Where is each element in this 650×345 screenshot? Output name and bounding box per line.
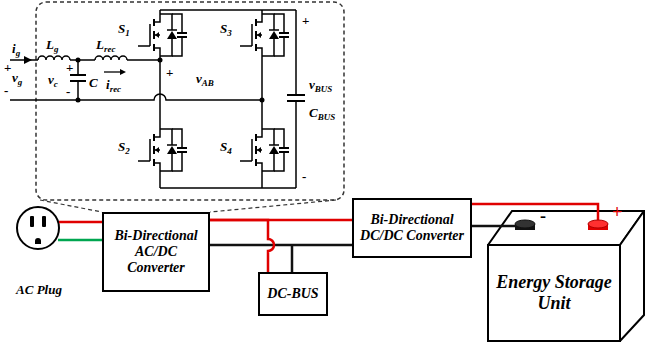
signal-label: + bbox=[302, 14, 309, 27]
battery-side-face bbox=[620, 211, 644, 341]
converter-box: Bi-Directional AC/DC Converter bbox=[102, 212, 210, 292]
signal-label: irec bbox=[106, 78, 121, 91]
capacitor-symbol bbox=[70, 75, 86, 81]
signal-label: S2 bbox=[118, 140, 130, 153]
zoom-line bbox=[40, 200, 336, 212]
signal-label: S1 bbox=[118, 22, 130, 35]
junction-dot bbox=[260, 98, 265, 103]
signal-label: Lrec bbox=[96, 38, 115, 51]
power-wire bbox=[472, 204, 598, 210]
current-arrow bbox=[104, 71, 121, 72]
ac-plug-icon bbox=[17, 207, 59, 249]
signal-label: - bbox=[4, 84, 8, 97]
signal-label: vAB bbox=[196, 72, 214, 85]
converter-box: Bi-Directional DC/DC Converter bbox=[352, 198, 472, 258]
node-text: AC Plug bbox=[16, 283, 62, 298]
dc-bus-box: DC-BUS bbox=[258, 272, 328, 316]
junction-dot bbox=[76, 58, 81, 63]
signal-label: + bbox=[4, 61, 11, 74]
signal-label: Lg bbox=[46, 38, 58, 51]
negative-terminal bbox=[515, 220, 535, 228]
signal-label: vBUS bbox=[309, 78, 332, 91]
ac-plug-icon bbox=[30, 216, 34, 227]
signal-label: vg bbox=[12, 71, 22, 84]
power-wire bbox=[210, 220, 274, 272]
negative-wire bbox=[487, 225, 515, 228]
live-wire bbox=[59, 221, 68, 224]
junction-dot bbox=[76, 98, 81, 103]
signal-label: vc bbox=[48, 73, 58, 86]
signal-label: - bbox=[302, 170, 306, 183]
inductor-symbol bbox=[38, 56, 70, 60]
ac-plug-icon bbox=[35, 238, 41, 244]
power-wire bbox=[68, 221, 102, 224]
positive-wire bbox=[597, 210, 600, 221]
signal-label: - bbox=[66, 85, 70, 98]
zoom-frame bbox=[36, 2, 344, 200]
signal-label: S4 bbox=[220, 140, 232, 153]
inductor-symbol bbox=[95, 56, 127, 60]
signal-label: C bbox=[89, 76, 98, 89]
wire bbox=[70, 59, 95, 61]
mosfet-symbol bbox=[240, 10, 289, 60]
energy-storage-box: Energy Storage Unit bbox=[487, 210, 645, 342]
node-text: DC-BUS bbox=[267, 286, 318, 302]
wire bbox=[295, 10, 297, 188]
positive-terminal bbox=[588, 220, 608, 228]
mosfet-symbol bbox=[138, 125, 187, 175]
current-arrow bbox=[120, 69, 126, 75]
junction-dot bbox=[158, 58, 163, 63]
signal-label: S3 bbox=[220, 22, 232, 35]
signal-label: + bbox=[612, 202, 622, 222]
ac-plug-node: AC Plug bbox=[10, 204, 68, 300]
wire bbox=[160, 60, 262, 188]
signal-label: ig bbox=[12, 42, 20, 55]
current-arrow bbox=[24, 56, 32, 64]
battery-front-face bbox=[488, 245, 620, 341]
signal-label: + bbox=[166, 66, 173, 79]
mosfet-symbol bbox=[138, 10, 187, 60]
wire bbox=[10, 94, 262, 100]
wire bbox=[127, 59, 160, 61]
signal-label: CBUS bbox=[309, 106, 335, 119]
signal-label: + bbox=[66, 61, 73, 74]
mosfet-symbol bbox=[240, 125, 289, 175]
node-text: Bi-Directional DC/DC Converter bbox=[357, 212, 467, 244]
node-text: Bi-Directional AC/DC Converter bbox=[107, 228, 205, 276]
node-text: Energy Storage Unit bbox=[493, 272, 615, 313]
ac-plug-icon bbox=[42, 216, 46, 227]
signal-label: - bbox=[540, 206, 546, 226]
capacitor-symbol bbox=[287, 95, 305, 101]
ground-wire bbox=[58, 239, 102, 242]
